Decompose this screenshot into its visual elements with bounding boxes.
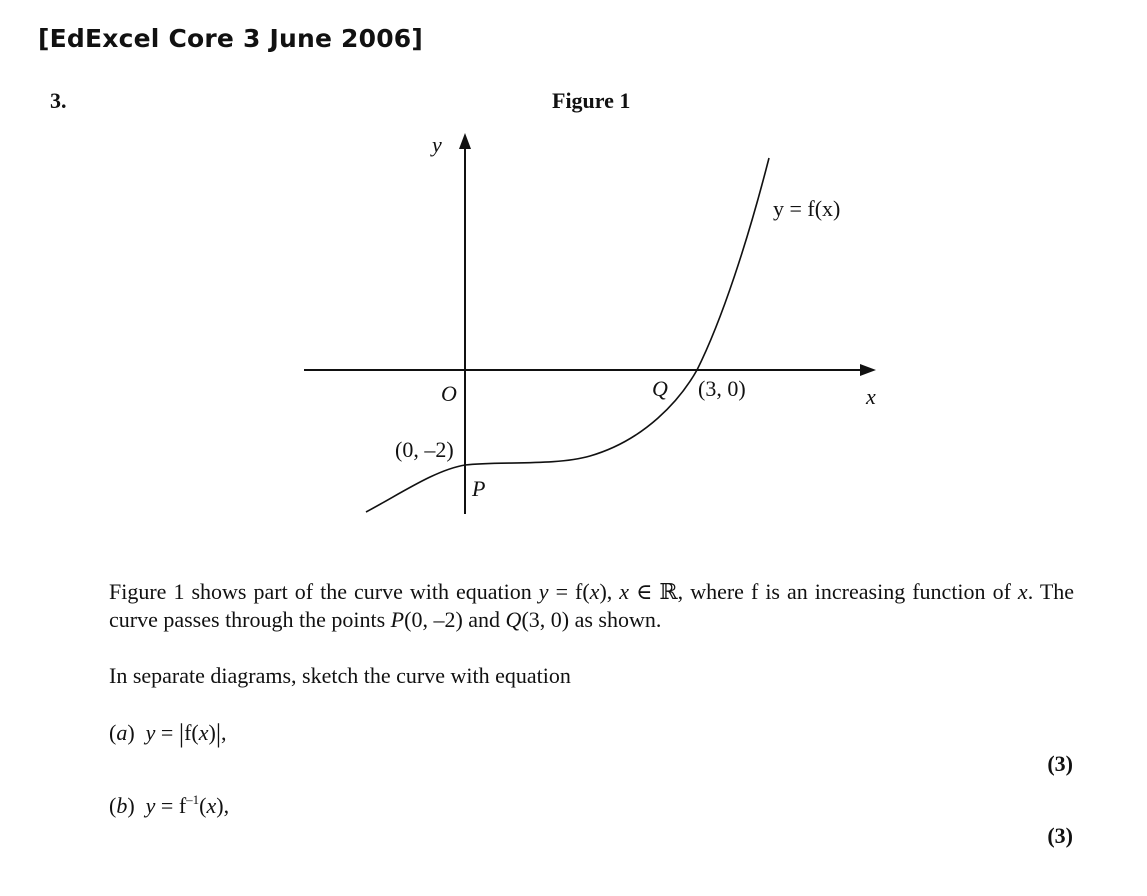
figure-title: Figure 1 (552, 88, 631, 113)
question-paragraph-2: In separate diagrams, sketch the curve w… (109, 663, 571, 688)
curve-label: y = f(x) (773, 196, 840, 221)
point-q-coords: (3, 0) (698, 376, 746, 401)
source-header: [EdExcel Core 3 June 2006] (38, 24, 424, 53)
point-q-label: Q (652, 376, 668, 401)
part-b: (b) y = f–1(x), (109, 792, 230, 818)
question-paragraph-1: Figure 1 shows part of the curve with eq… (109, 579, 1075, 632)
question-number: 3. (50, 88, 67, 113)
y-axis-label: y (430, 132, 442, 157)
x-axis-arrowhead (860, 364, 876, 376)
figure-1-graph: y x O y = f(x) Q (3, 0) (0, –2) P (304, 132, 876, 514)
abs-bar-close: | (215, 719, 222, 748)
point-p-coords: (0, –2) (395, 437, 454, 462)
part-b-marks: (3) (1047, 823, 1073, 848)
x-axis-label: x (865, 384, 876, 409)
curve-f (365, 157, 770, 513)
part-a-label: a (116, 720, 128, 745)
part-b-label: b (116, 793, 128, 818)
y-axis-arrowhead (459, 133, 471, 149)
part-a: (a) y = |f(x)|, (109, 719, 227, 748)
abs-bar-open: | (178, 719, 185, 748)
point-p-label: P (471, 476, 485, 501)
origin-label: O (441, 381, 457, 406)
part-a-marks: (3) (1047, 751, 1073, 776)
